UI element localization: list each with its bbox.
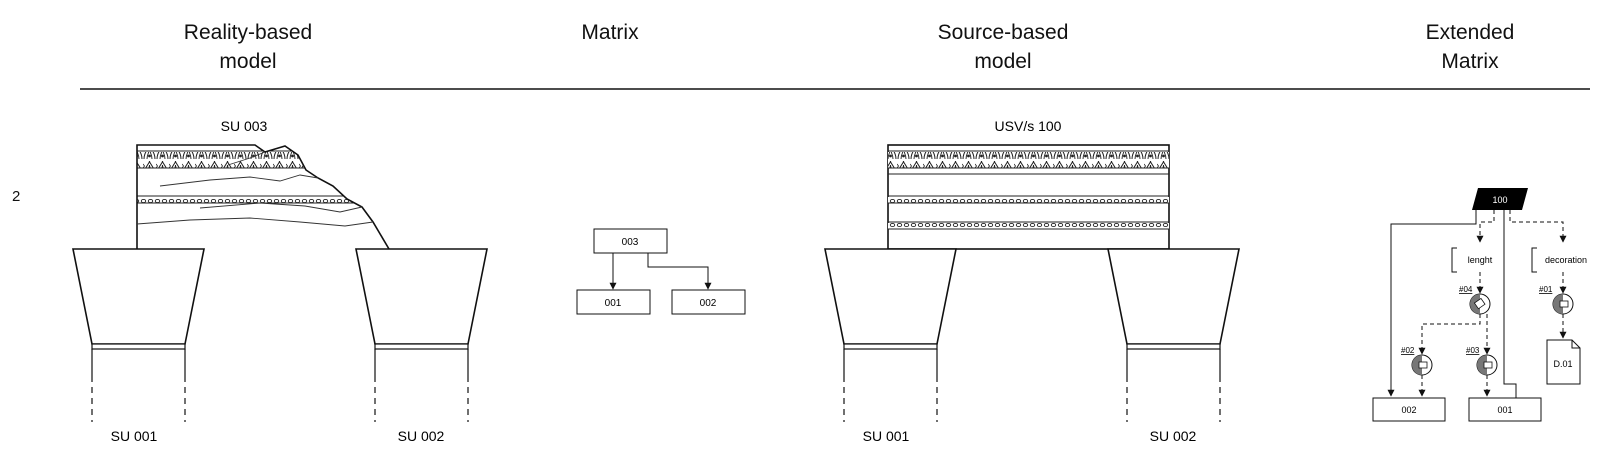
header-reality-based-model: Reality-based model bbox=[183, 21, 313, 73]
property-node-decoration bbox=[1531, 247, 1537, 273]
reality-model: SU 003 SU 001 SU 002 bbox=[72, 118, 488, 444]
su-001-pillar bbox=[824, 248, 957, 422]
svg-text:#03: #03 bbox=[1466, 346, 1480, 355]
target-node-001 bbox=[1468, 397, 1542, 422]
svg-text:D.01: D.01 bbox=[1553, 359, 1572, 369]
edge-04-02 bbox=[1418, 314, 1481, 355]
su-002-pillar bbox=[355, 248, 488, 422]
matrix-edge-003-002 bbox=[647, 253, 712, 290]
su-001-label: SU 001 bbox=[863, 428, 910, 444]
svg-text:002: 002 bbox=[1401, 405, 1416, 415]
svg-text:decoration: decoration bbox=[1545, 255, 1587, 265]
matrix-node-001 bbox=[576, 289, 651, 315]
edge-100-decoration bbox=[1509, 210, 1567, 243]
su-002-label: SU 002 bbox=[1150, 428, 1197, 444]
svg-text:001: 001 bbox=[1497, 405, 1512, 415]
edge-100-002 bbox=[1387, 210, 1477, 397]
header-extended-matrix: Extended Matrix bbox=[1425, 21, 1515, 73]
svg-text:003: 003 bbox=[622, 237, 639, 248]
su-001-label: SU 001 bbox=[111, 428, 158, 444]
target-node-002 bbox=[1372, 397, 1446, 422]
row-number: 2 bbox=[12, 188, 21, 205]
matrix-node-003 bbox=[593, 228, 668, 254]
edge-100-lenght bbox=[1476, 210, 1495, 243]
bead-band bbox=[888, 223, 1169, 229]
svg-text:lenght: lenght bbox=[1468, 255, 1493, 265]
usv-100-element bbox=[887, 144, 1170, 250]
matrix-node-002 bbox=[671, 289, 746, 315]
usv-100-label: USV/s 100 bbox=[995, 118, 1062, 134]
su-001-pillar bbox=[72, 248, 205, 422]
document-node-d01: D.01 bbox=[1546, 339, 1581, 385]
source-model: USV/s 100 SU 001 SU 002 bbox=[824, 118, 1240, 444]
ornament-band bbox=[137, 152, 389, 168]
su-003-label: SU 003 bbox=[221, 118, 268, 134]
su-002-pillar bbox=[1107, 248, 1240, 422]
svg-text:#04: #04 bbox=[1459, 285, 1473, 294]
matrix-graph: 003 001 002 bbox=[576, 228, 746, 315]
svg-text:#02: #02 bbox=[1401, 346, 1415, 355]
ornament-band bbox=[888, 152, 1169, 168]
svg-text:002: 002 bbox=[700, 298, 717, 309]
edge-100-001 bbox=[1503, 210, 1517, 398]
header-source-based-model: Source-based model bbox=[937, 21, 1069, 73]
extended-matrix: 100 lenght decoration #04 #01 bbox=[1372, 188, 1587, 422]
svg-text:100: 100 bbox=[1492, 195, 1507, 205]
svg-text:#01: #01 bbox=[1539, 285, 1553, 294]
extractor-node-03: #03 bbox=[1466, 346, 1498, 376]
extractor-node-01: #01 bbox=[1539, 285, 1574, 315]
header-matrix: Matrix bbox=[581, 21, 639, 44]
usv-node-100 bbox=[1472, 188, 1528, 210]
extractor-node-02: #02 bbox=[1401, 346, 1433, 376]
property-node-lenght bbox=[1451, 247, 1457, 273]
su-003-element bbox=[136, 144, 390, 250]
su-002-label: SU 002 bbox=[398, 428, 445, 444]
bead-band bbox=[888, 197, 1169, 203]
extractor-node-04: #04 bbox=[1459, 285, 1491, 315]
bead-band bbox=[137, 197, 389, 203]
svg-text:001: 001 bbox=[605, 298, 622, 309]
